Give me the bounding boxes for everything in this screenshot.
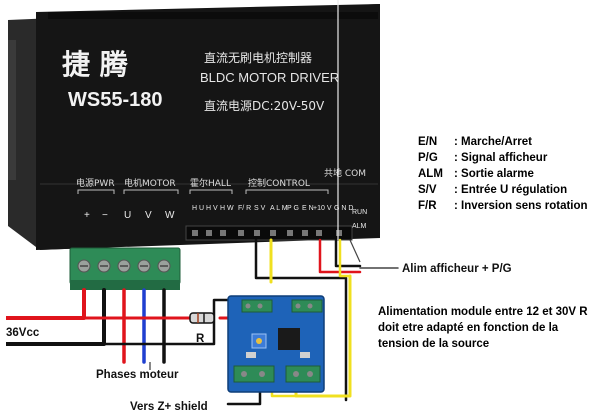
led-label-run: RUN [352, 209, 367, 216]
power-terminal-block[interactable] [69, 247, 181, 290]
legend-desc: : Entrée U régulation [454, 184, 568, 196]
module-supply-note: Alimentation module entre 12 et 30V R do… [378, 306, 588, 350]
legend-row: S/V : Entrée U régulation [418, 182, 588, 198]
driver-unit [8, 4, 380, 250]
terminal-label-v: V [145, 210, 152, 221]
terminal-label-pg: P G [287, 205, 299, 212]
terminal-label-hu: H U [192, 205, 204, 212]
terminal-label-10v: +10 V [313, 205, 332, 212]
legend-desc: : Marche/Arret [454, 136, 532, 148]
legend-desc: : Inversion sens rotation [454, 200, 588, 212]
group-label-control: 控制CONTROL [248, 177, 310, 189]
legend-row: E/N : Marche/Arret [418, 134, 588, 150]
terminal-legend: E/N: Marche/Arret P/G: Signal afficheur … [418, 134, 588, 214]
legend-row: P/G : Signal afficheur [418, 150, 588, 166]
legend-row: ALM : Sortie alarme [418, 166, 588, 182]
terminal-label-fr: F/ R [238, 205, 251, 212]
legend-key: S/V [418, 184, 437, 196]
driver-model: WS55-180 [68, 89, 163, 111]
driver-subtitle-cn: 直流无刷电机控制器 [204, 51, 312, 65]
driver-signal-labels: H U H V H W F/ R S V A L M P G E N +10 V… [192, 205, 367, 230]
shield-label: Vers Z+ shield [130, 401, 208, 413]
group-label-power: 电源PWR [76, 177, 115, 189]
terminal-label-w: W [165, 210, 175, 221]
terminal-label-sv: S V [254, 205, 266, 212]
legend-row: F/R : Inversion sens rotation [418, 198, 588, 214]
terminal-label-minus: − [102, 210, 108, 221]
terminal-label-hv: H V [206, 205, 218, 212]
legend-key: F/R [418, 200, 437, 212]
group-label-motor: 电机MOTOR [124, 177, 176, 189]
group-brackets [77, 189, 329, 194]
terminal-label-en: E N [302, 205, 314, 212]
driver-subtitle-en: BLDC MOTOR DRIVER [200, 70, 339, 85]
power-wires [8, 288, 260, 364]
terminal-label-hw: H W [220, 205, 234, 212]
legend-key: ALM [418, 168, 443, 180]
pwm-module[interactable] [227, 295, 325, 393]
terminal-label-u: U [124, 210, 131, 221]
leader-lines [6, 316, 151, 370]
legend-key: P/G [418, 152, 438, 164]
supply-voltage-label: 36Vcc [6, 327, 40, 339]
signal-header[interactable] [185, 225, 353, 241]
legend-key: E/N [418, 136, 438, 148]
terminal-label-gnd: G N D [334, 205, 353, 212]
phases-moteur-label: Phases moteur [96, 369, 179, 381]
driver-brand: 捷 腾 [62, 48, 129, 81]
resistor [189, 312, 215, 324]
alim-afficheur-label: Alim afficheur + P/G [402, 263, 512, 275]
resistor-label: R [196, 333, 205, 345]
legend-desc: : Signal afficheur [454, 152, 548, 164]
led-label-alm: ALM [352, 223, 367, 230]
group-label-com: 共地 COM [324, 167, 366, 179]
signal-header-pins [192, 230, 342, 236]
legend-desc: : Sortie alarme [454, 168, 534, 180]
terminal-label-plus: + [84, 210, 90, 221]
afficheur-leader [349, 239, 361, 263]
driver-terminal-labels: + − U V W [84, 210, 175, 221]
driver-supply-line: 直流电源DC:20V-50V [204, 99, 325, 113]
terminal-label-alm: A L M [270, 205, 288, 212]
group-label-hall: 霍尔HALL [190, 177, 231, 189]
